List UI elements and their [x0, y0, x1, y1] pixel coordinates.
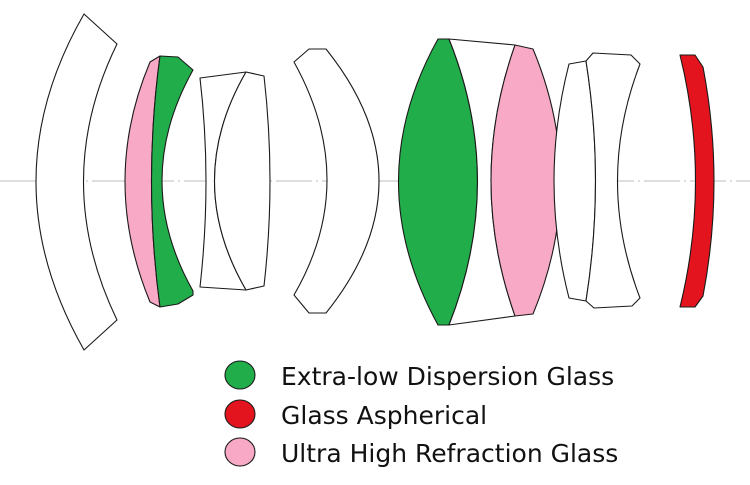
- legend-label-aspherical: Glass Aspherical: [281, 401, 487, 430]
- legend-label-uhr: Ultra High Refraction Glass: [281, 439, 618, 468]
- lens-element-11: [585, 52, 641, 309]
- lens-element-5: [213, 71, 271, 291]
- lens-element-1: [35, 13, 118, 351]
- legend-swatch-uhr: [224, 437, 256, 467]
- lens-element-10: [553, 60, 597, 302]
- legend-swatch-ed: [224, 360, 256, 390]
- legend-swatch-aspherical: [224, 399, 256, 429]
- legend-label-ed: Extra-low Dispersion Glass: [281, 362, 614, 391]
- legend: Extra-low Dispersion Glass Glass Aspheri…: [224, 360, 618, 468]
- lens-element-12: [679, 54, 715, 308]
- lens-element-9: [490, 44, 561, 317]
- lens-element-3: [150, 55, 194, 308]
- lens-element-6: [293, 48, 380, 314]
